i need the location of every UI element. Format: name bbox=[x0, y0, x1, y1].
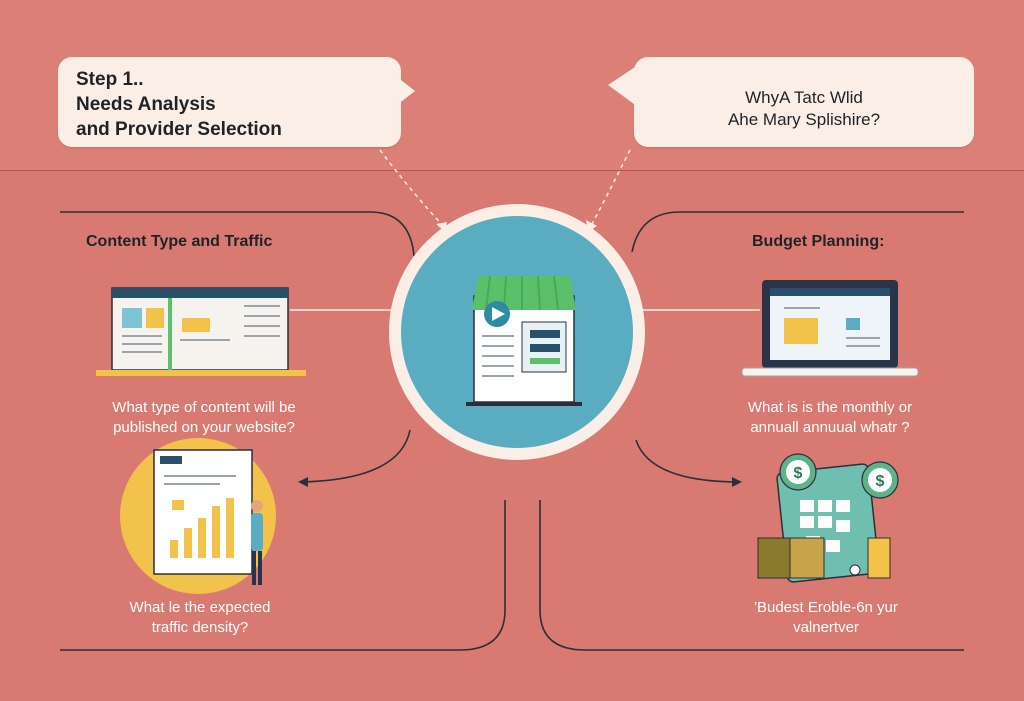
connector-left-lower bbox=[299, 429, 411, 483]
box-icon bbox=[757, 537, 891, 579]
content-question-2: What le the expected traffic density? bbox=[90, 598, 310, 638]
top-divider bbox=[0, 170, 1024, 171]
budget-planning-heading: Budget Planning: bbox=[752, 233, 885, 250]
connector-right-top bbox=[631, 211, 964, 253]
step-subtitle-1: Needs Analysis bbox=[76, 94, 216, 115]
person-icon bbox=[251, 500, 263, 585]
connector-left-top bbox=[60, 211, 415, 257]
svg-text:$: $ bbox=[876, 473, 885, 490]
question-bubble-line-1: WhyA Tatc Wlid bbox=[745, 88, 863, 107]
bar-chart-icon bbox=[120, 438, 276, 594]
storefront-icon bbox=[466, 275, 582, 406]
content-question-1-line-1: What type of content will be bbox=[112, 399, 296, 416]
step-title: Step 1.. bbox=[76, 69, 144, 90]
content-question-2-line-1: What le the expected bbox=[129, 599, 271, 616]
connector-left-bottom bbox=[60, 500, 506, 651]
question-bubble: WhyA Tatc Wlid Ahe Mary Splishire? bbox=[608, 57, 974, 147]
content-type-heading: Content Type and Traffic bbox=[86, 233, 273, 250]
budget-question-1: What is is the monthly or annuall annuua… bbox=[700, 398, 960, 438]
budget-question-2-line-2: valnertver bbox=[793, 619, 859, 636]
dashed-arrow-right bbox=[589, 149, 631, 229]
budget-question-1-line-1: What is is the monthly or bbox=[747, 399, 913, 416]
svg-text:$: $ bbox=[794, 465, 803, 482]
budget-question-2-line-1: 'Budest Eroble-6n yur bbox=[754, 599, 898, 616]
step-subtitle-2: and Provider Selection bbox=[76, 119, 282, 140]
budget-question-2: 'Budest Eroble-6n yur valnertver bbox=[706, 598, 946, 638]
question-bubble-line-2: Ahe Mary Splishire? bbox=[727, 110, 881, 129]
step-bubble: Step 1.. Needs Analysis and Provider Sel… bbox=[58, 57, 415, 147]
arrow-right-lower bbox=[732, 477, 742, 487]
laptop-icon bbox=[741, 280, 919, 377]
connector-right-lower bbox=[635, 439, 741, 483]
dollar-coin-icon: $ $ bbox=[779, 453, 899, 499]
arrow-left-lower bbox=[298, 477, 308, 487]
dashed-arrow-left bbox=[379, 149, 446, 229]
browser-window-icon bbox=[96, 287, 306, 376]
connector-right-bottom bbox=[539, 500, 964, 651]
content-question-1: What type of content will be published o… bbox=[70, 398, 338, 438]
content-question-1-line-2: published on your website? bbox=[113, 419, 295, 436]
budget-question-1-line-2: annuall annuual whatr ? bbox=[750, 419, 910, 436]
content-question-2-line-2: traffic density? bbox=[151, 619, 249, 636]
